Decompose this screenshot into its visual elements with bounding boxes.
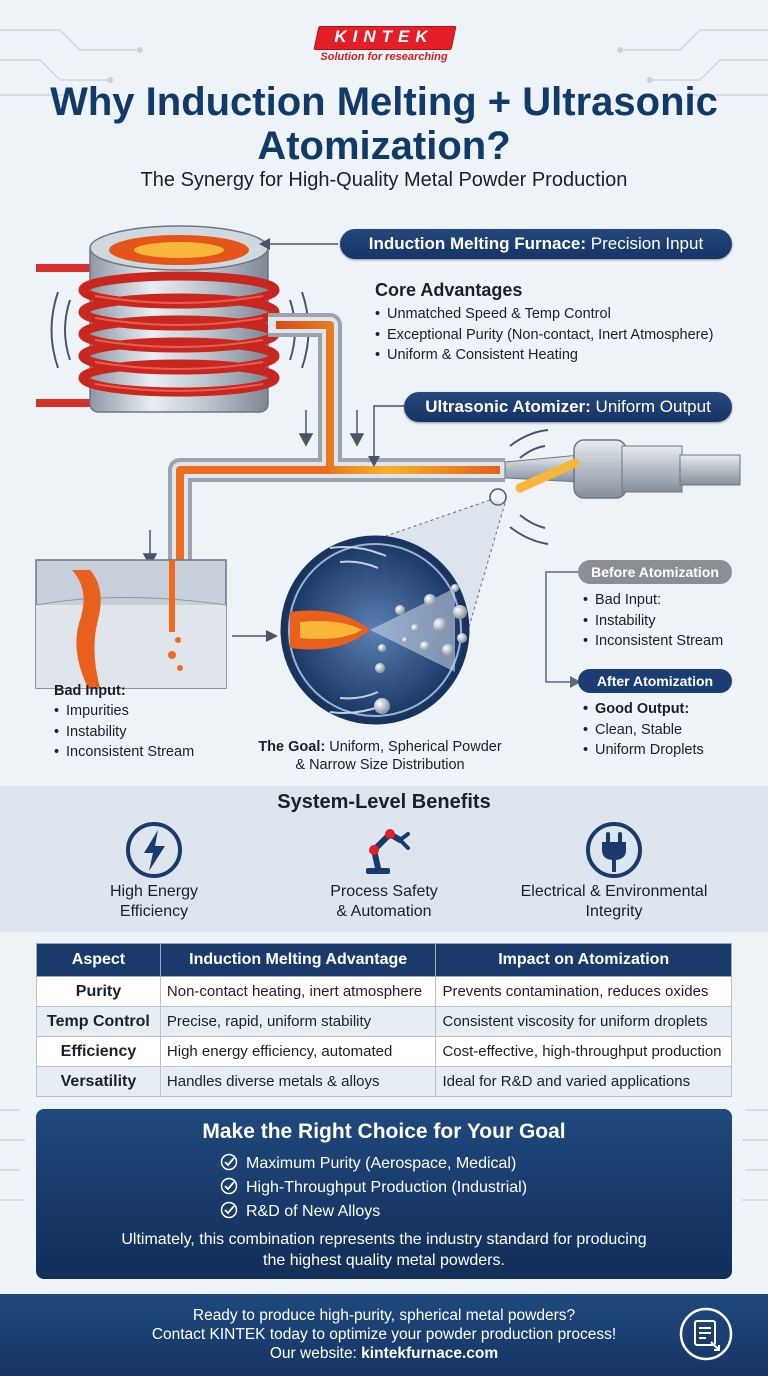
column-header: Impact on Atomization [435, 943, 732, 977]
table-cell: Non-contact heating, inert atmosphere [159, 976, 437, 1007]
core-advantages-list: Unmatched Speed & Temp Control Exception… [375, 304, 713, 366]
list-item: Clean, Stable [583, 720, 704, 741]
table-cell: Purity [36, 976, 161, 1007]
footer-cta: Ready to produce high-purity, spherical … [151, 1307, 617, 1362]
brand-tagline: Solution for researching [320, 51, 448, 63]
page-title: Why Induction Melting + Ultrasonic Atomi… [50, 80, 718, 168]
table-cell: Consistent viscosity for uniform droplet… [435, 1006, 732, 1037]
table-row: Purity Non-contact heating, inert atmosp… [36, 976, 732, 1007]
table-cell: High energy efficiency, automated [159, 1036, 437, 1067]
footer-band [0, 1294, 768, 1376]
plug-icon [586, 822, 642, 878]
check-circle-icon [220, 1201, 238, 1219]
benefits-title: System-Level Benefits [277, 791, 491, 813]
lightning-icon [126, 822, 182, 878]
check-circle-icon [220, 1153, 238, 1171]
furnace-label: Induction Melting Furnace: Precision Inp… [340, 229, 732, 259]
before-atomization-label: Before Atomization [578, 560, 732, 584]
page-subtitle: The Synergy for High-Quality Metal Powde… [140, 169, 628, 191]
choice-item: High-Throughput Production (Industrial) [220, 1177, 527, 1198]
choice-summary: Ultimately, this combination represents … [121, 1231, 647, 1269]
core-advantages-heading: Core Advantages [375, 280, 523, 300]
table-cell: Cost-effective, high-throughput producti… [435, 1036, 732, 1067]
bad-input-block: Bad Input: Impurities Instability Incons… [54, 681, 194, 763]
table-cell: Efficiency [36, 1036, 161, 1067]
comparison-table: Aspect Induction Melting Advantage Impac… [36, 943, 732, 1097]
after-atomization-label: After Atomization [578, 669, 732, 693]
atomizer-label: Ultrasonic Atomizer: Uniform Output [404, 392, 732, 422]
list-item: Uniform & Consistent Heating [375, 345, 713, 366]
list-item: Inconsistent Stream [583, 631, 723, 652]
table-cell: Temp Control [36, 1006, 161, 1037]
robot-arm-icon [366, 829, 410, 874]
column-header: Aspect [36, 943, 161, 977]
benefit-safety: Process Safety& Automation [330, 883, 438, 920]
table-cell: Precise, rapid, uniform stability [159, 1006, 437, 1037]
process-illustration [35, 225, 741, 725]
list-item: Unmatched Speed & Temp Control [375, 304, 713, 325]
choice-panel [36, 1109, 732, 1279]
list-item: Inconsistent Stream [54, 742, 194, 763]
table-row: Efficiency High energy efficiency, autom… [36, 1036, 732, 1067]
column-header: Induction Melting Advantage [159, 943, 437, 977]
choice-title: Make the Right Choice for Your Goal [202, 1120, 566, 1143]
choice-item: R&D of New Alloys [220, 1201, 380, 1222]
before-atomization-list: Bad Input: Instability Inconsistent Stre… [583, 590, 723, 652]
list-heading: Good Output: [583, 699, 704, 720]
table-row: Temp Control Precise, rapid, uniform sta… [36, 1006, 732, 1037]
table-cell: Ideal for R&D and varied applications [435, 1066, 732, 1097]
table-cell: Versatility [36, 1066, 161, 1097]
list-item: Exceptional Purity (Non-contact, Inert A… [375, 325, 713, 346]
list-item: Instability [583, 611, 723, 632]
goal-caption: The Goal: Uniform, Spherical Powder& Nar… [258, 739, 502, 773]
after-atomization-list: Good Output: Clean, Stable Uniform Dropl… [583, 699, 704, 761]
brand-logo: KINTEK [334, 27, 434, 46]
contact-form-icon[interactable] [678, 1306, 734, 1362]
table-row: Versatility Handles diverse metals & all… [36, 1066, 732, 1097]
list-item: Bad Input: [583, 590, 723, 611]
choice-item: Maximum Purity (Aerospace, Medical) [220, 1153, 516, 1174]
list-item: Instability [54, 722, 194, 743]
list-item: Uniform Droplets [583, 740, 704, 761]
list-item: Impurities [54, 701, 194, 722]
bad-input-heading: Bad Input: [54, 683, 126, 699]
check-circle-icon [220, 1177, 238, 1195]
table-cell: Prevents contamination, reduces oxides [435, 976, 732, 1007]
table-header-row: Aspect Induction Melting Advantage Impac… [36, 943, 732, 977]
table-cell: Handles diverse metals & alloys [159, 1066, 437, 1097]
website-link[interactable]: kintekfurnace.com [361, 1345, 499, 1362]
